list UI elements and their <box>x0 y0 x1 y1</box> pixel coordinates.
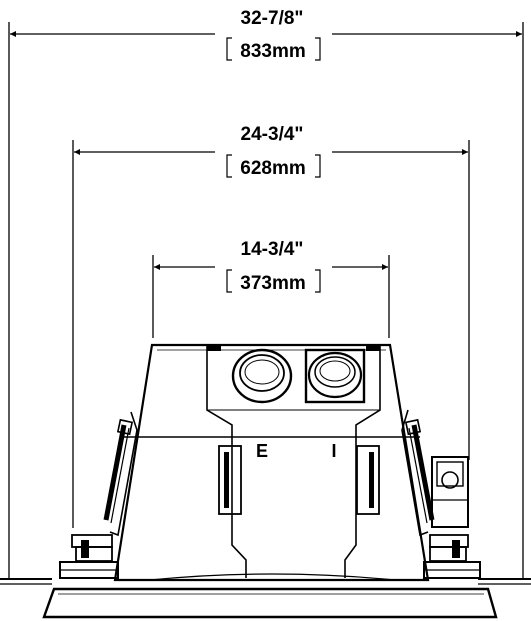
bracket-open <box>226 154 232 178</box>
housing-outline <box>113 343 430 582</box>
intake-port <box>304 348 366 404</box>
mounting-foot-left <box>59 534 119 579</box>
dimension-metric-label: 833mm <box>240 41 306 62</box>
port-label-i: I <box>331 441 336 461</box>
dimension-imperial-label: 32-7/8" <box>241 8 304 29</box>
dimension-imperial-label: 14-3/4" <box>241 239 304 260</box>
dimension-middle: 24-3/4" 628mm <box>72 124 470 528</box>
exhaust-port <box>231 348 293 404</box>
mounting-slot-left <box>218 445 242 515</box>
ceiling-line <box>0 578 531 585</box>
spring-bracket-left <box>103 411 138 537</box>
dimension-metric-label: 373mm <box>240 273 306 294</box>
plenum-right-edge <box>344 345 381 578</box>
spring-bracket-right <box>401 409 435 537</box>
dimension-imperial-label: 24-3/4" <box>241 124 304 145</box>
plenum-left-edge <box>206 345 247 578</box>
top-tab-right <box>366 345 380 351</box>
bracket-open <box>226 37 232 61</box>
top-tab-left <box>207 345 221 351</box>
dimension-inner: 14-3/4" 373mm <box>152 239 390 338</box>
bracket-close <box>315 37 321 61</box>
port-label-e: E <box>256 441 268 461</box>
dimension-overall: 32-7/8" 833mm <box>8 8 524 580</box>
fixture-housing: E I <box>113 343 430 582</box>
lens-curve <box>149 573 396 581</box>
mounting-slot-right <box>356 445 380 515</box>
bracket-close <box>315 154 321 178</box>
mounting-foot-right <box>423 534 481 579</box>
bracket-open <box>226 269 232 293</box>
trim-flange <box>42 587 498 619</box>
dimension-metric-label: 628mm <box>240 158 306 179</box>
junction-box <box>431 456 469 528</box>
bracket-close <box>315 269 321 293</box>
